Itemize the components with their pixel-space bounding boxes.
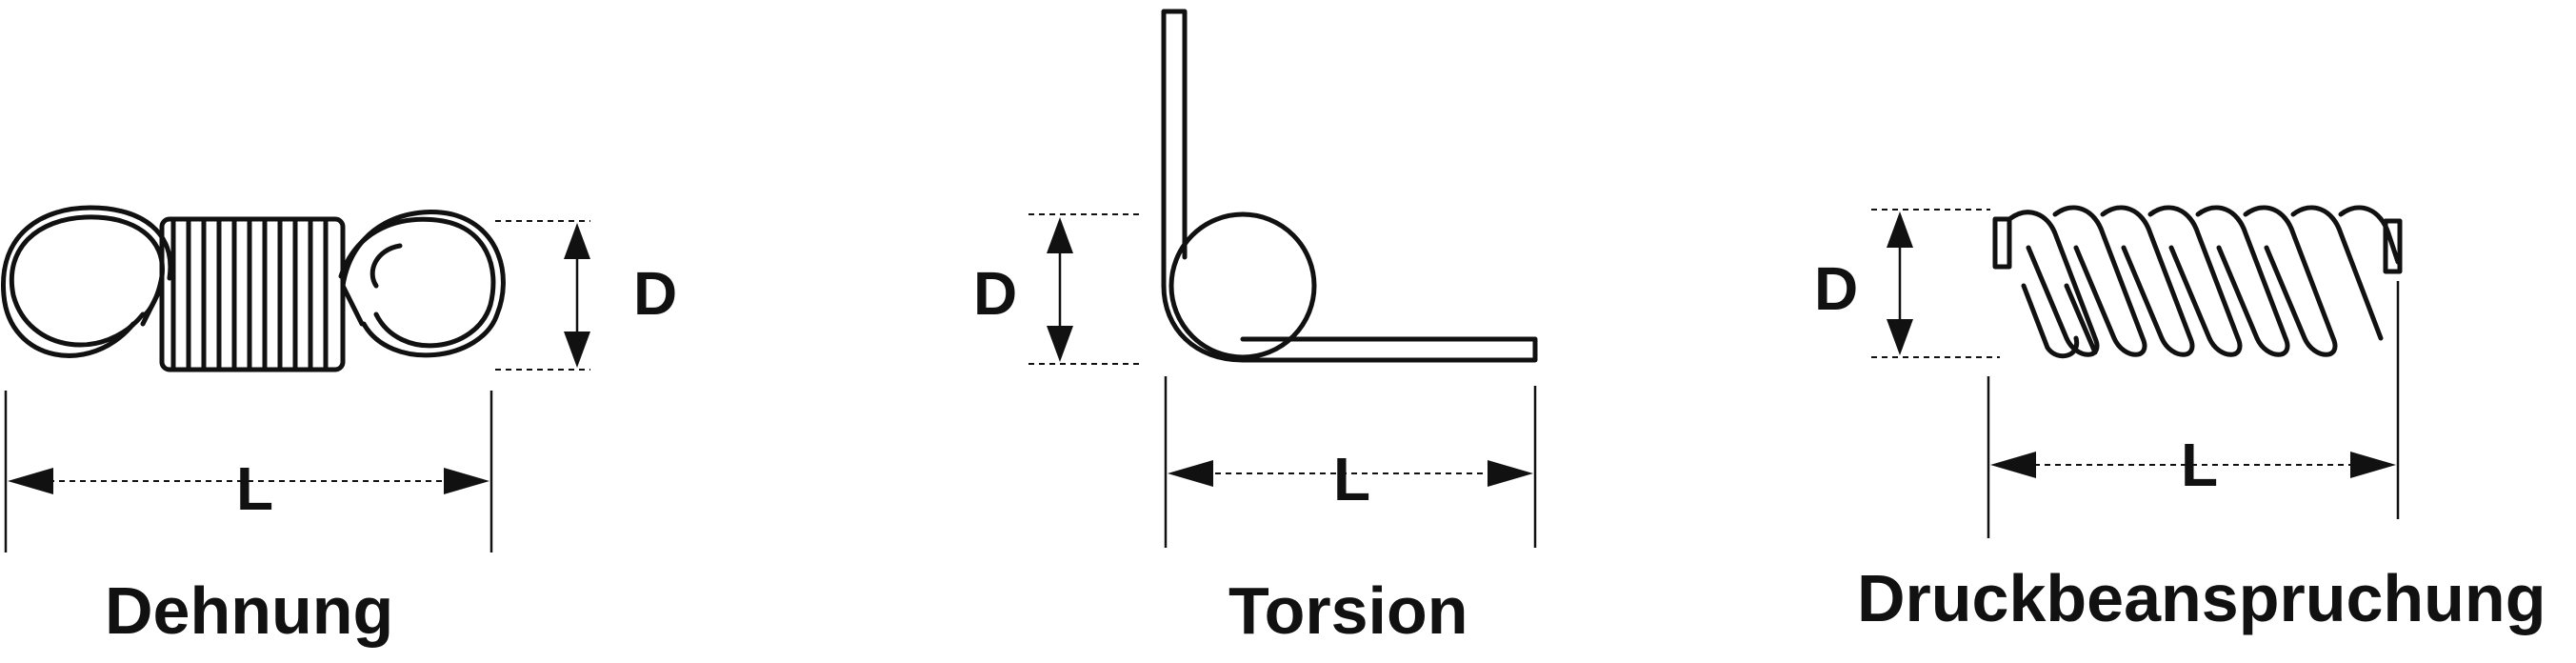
dim-d-label-torsion: D xyxy=(973,259,1017,328)
caption-torsion: Torsion xyxy=(1228,573,1468,648)
compression-spring xyxy=(1871,205,2403,538)
dim-d-label-dehnung: D xyxy=(633,259,677,328)
dim-l-label-druck: L xyxy=(2181,431,2218,499)
caption-dehnung: Dehnung xyxy=(105,573,393,648)
caption-druckbeanspruchung: Druckbeanspruchung xyxy=(1857,561,2546,635)
extension-coils xyxy=(170,216,329,372)
dim-l-label-torsion: L xyxy=(1333,445,1370,513)
compression-coils xyxy=(1992,205,2403,359)
extension-spring xyxy=(1,205,590,552)
dim-d-label-druck: D xyxy=(1814,254,1858,323)
dim-l-label-dehnung: L xyxy=(236,454,273,523)
torsion-spring xyxy=(1028,9,1538,548)
